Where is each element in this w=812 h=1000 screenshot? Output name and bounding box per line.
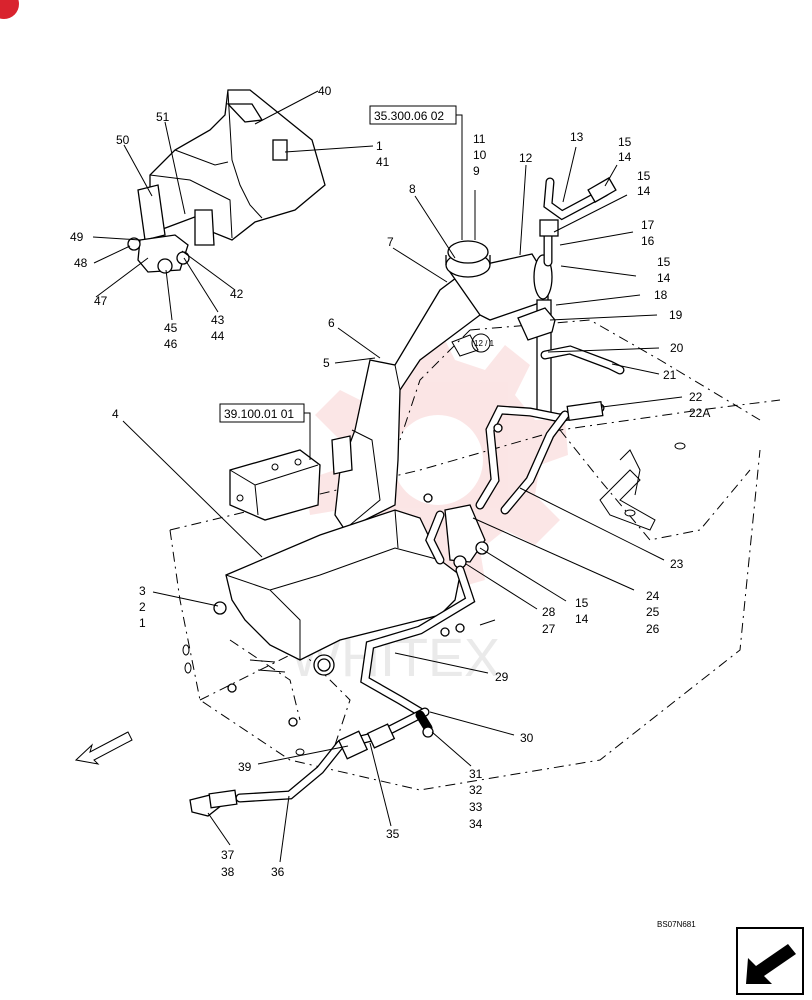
callout: 40: [318, 84, 332, 98]
callout: 6: [328, 316, 335, 330]
callout: 14: [575, 612, 589, 626]
callout: 16: [641, 234, 655, 248]
callout: 11: [473, 132, 486, 146]
callout: 37: [221, 848, 235, 862]
callout: 29: [495, 670, 509, 684]
callout: 13: [570, 130, 584, 144]
callout: 26: [646, 622, 660, 636]
callout: 14: [637, 184, 651, 198]
callout: 15: [637, 169, 651, 183]
callout: 20: [670, 341, 684, 355]
callout: 25: [646, 605, 660, 619]
callout-labels: 40 1 41 51 50 49 48 47 42 43 44 45 46 11…: [70, 84, 710, 879]
callout: 22: [689, 390, 703, 404]
callout: 2: [139, 600, 146, 614]
svg-text:39.100.01 01: 39.100.01 01: [224, 407, 294, 421]
callout: 23: [670, 557, 684, 571]
callout: 19: [669, 308, 683, 322]
fuel-lines: [189, 177, 625, 817]
callout: 9: [473, 164, 480, 178]
callout: 51: [156, 110, 170, 124]
callout: 39: [238, 760, 252, 774]
callout: 14: [657, 271, 671, 285]
callout: 4: [112, 407, 119, 421]
callout: 22A: [689, 406, 710, 420]
callout: 49: [70, 230, 84, 244]
callout: 14: [618, 150, 632, 164]
callout: 3: [139, 584, 146, 598]
callout: 35: [386, 827, 400, 841]
callout: 28: [542, 605, 556, 619]
callout: 21: [663, 368, 677, 382]
bolts: [227, 423, 503, 727]
clamp: [517, 307, 556, 341]
callout: 41: [376, 155, 390, 169]
circle-reference: 12 / 1: [451, 333, 495, 357]
forward-arrow-icon: [74, 731, 133, 765]
shield-detail: [127, 89, 326, 274]
callout: 8: [409, 182, 416, 196]
navigation-arrow-icon[interactable]: [736, 927, 804, 995]
callout: 46: [164, 337, 178, 351]
callout: 47: [94, 294, 108, 308]
callout: 45: [164, 321, 178, 335]
svg-text:12 / 1: 12 / 1: [474, 339, 495, 348]
callout: 43: [211, 313, 225, 327]
callout: 5: [323, 356, 330, 370]
callout: 7: [387, 235, 394, 249]
callout: 12: [519, 151, 533, 165]
corner-badge: [0, 0, 19, 19]
callout: 17: [641, 218, 655, 232]
svg-text:35.300.06 02: 35.300.06 02: [374, 109, 444, 123]
callout: 33: [469, 800, 483, 814]
callout: 38: [221, 865, 235, 879]
callout: 42: [230, 287, 244, 301]
callout: 18: [654, 288, 668, 302]
callout: 24: [646, 589, 660, 603]
callout: 10: [473, 148, 487, 162]
callout: 44: [211, 329, 225, 343]
callout: 34: [469, 817, 483, 831]
callout: 50: [116, 133, 130, 147]
callout: 31: [469, 767, 483, 781]
reference-box-2: 39.100.01 01: [219, 403, 311, 460]
callout: 27: [542, 622, 556, 636]
callout: 30: [520, 731, 534, 745]
callout: 15: [575, 596, 589, 610]
callout: 1: [376, 139, 383, 153]
callout: 15: [657, 255, 671, 269]
leader-lines: [92, 90, 683, 863]
callout: 32: [469, 783, 483, 797]
callout: 15: [618, 135, 632, 149]
reference-box-1: 35.300.06 02: [369, 105, 463, 240]
callout: 1: [139, 616, 146, 630]
callout: 36: [271, 865, 285, 879]
callout: 48: [74, 256, 88, 270]
drawing-code: BS07N681: [657, 920, 696, 929]
